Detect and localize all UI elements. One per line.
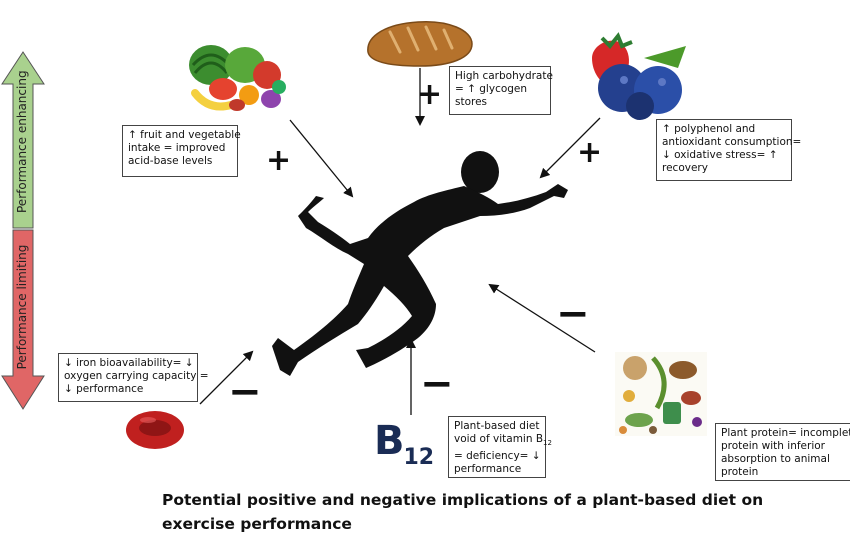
arrow-iron <box>199 350 254 405</box>
red-blood-cell-icon <box>126 411 184 449</box>
plus-sign-carb: + <box>417 77 443 112</box>
arrow-polyphenol <box>539 117 601 179</box>
carbohydrate-box: High carbohydrate = ↑ glycogen stores <box>449 66 553 115</box>
figure-caption: Potential positive and negative implicat… <box>162 491 764 533</box>
arrow-protein <box>488 283 596 353</box>
minus-sign-protein: − <box>556 291 590 337</box>
iron-bioavailability-box: ↓ iron bioavailability= ↓ oxygen carryin… <box>58 353 209 402</box>
performance-axis-arrow <box>1 51 45 410</box>
performance-limiting-arrow <box>1 229 45 410</box>
plant-protein-box: Plant protein= incomplete protein with i… <box>715 423 850 481</box>
plus-sign-polyphenol: + <box>577 135 603 170</box>
bread-icon <box>367 21 473 67</box>
arrow-fruit <box>289 119 354 198</box>
minus-sign-b12: − <box>420 361 454 407</box>
polyphenol-box: ↑ polyphenol and antioxidant consumption… <box>656 119 801 181</box>
fruit-vegetable-icon <box>189 45 286 111</box>
performance-enhancing-arrow <box>1 51 45 229</box>
vitamin-b12-box: Plant-based diet void of vitamin B12 = d… <box>448 416 552 478</box>
berries-icon <box>592 32 686 120</box>
vitamin-b12-symbol: B12 <box>374 418 435 470</box>
minus-sign-iron: − <box>228 369 262 415</box>
plus-sign-fruit: + <box>266 143 292 178</box>
fruit-intake-box: ↑ fruit and vegetable intake = improved … <box>122 125 241 177</box>
plant-protein-icon <box>615 352 707 436</box>
runner-silhouette-icon <box>272 151 568 376</box>
